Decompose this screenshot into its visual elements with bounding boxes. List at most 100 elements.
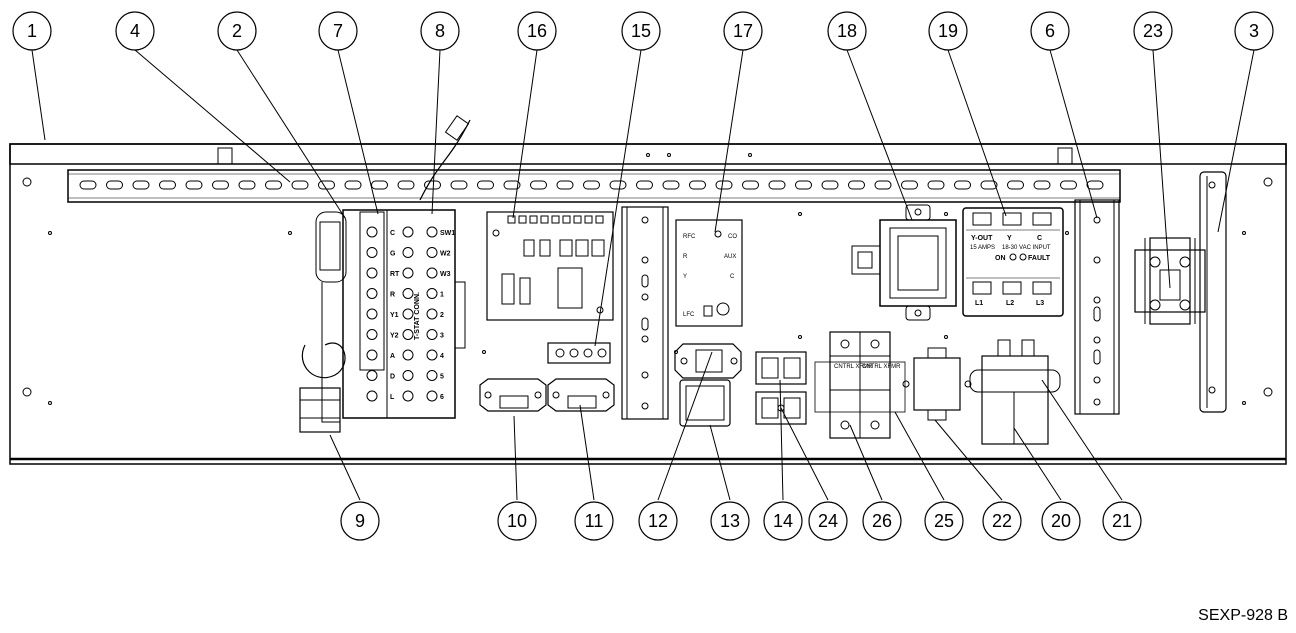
- relay-pin: [595, 215, 604, 224]
- callout-circle: [115, 11, 155, 51]
- terminal-right-label: 1: [440, 292, 444, 299]
- bottom-callout: 26: [862, 501, 902, 541]
- top-callout: 15: [621, 11, 661, 51]
- terminal-left-label: A: [390, 353, 395, 360]
- rail-slot: [159, 180, 176, 190]
- terminal-screw: [366, 267, 378, 279]
- terminal-right-label: 4: [440, 353, 444, 360]
- callout-circle: [827, 11, 867, 51]
- rail-slot: [79, 180, 97, 190]
- terminal-left-label: R: [390, 292, 395, 299]
- monitor-rating-left: 15 AMPS: [970, 245, 995, 251]
- callout-number: 17: [733, 21, 753, 41]
- callout-number: 2: [232, 21, 242, 41]
- terminal-screw: [366, 329, 378, 340]
- board-label-aux: AUX: [724, 254, 736, 260]
- board-label-rfc: RFC: [683, 234, 696, 240]
- terminal-screw: [402, 267, 414, 279]
- terminal-right-label: W2: [440, 251, 451, 258]
- terminal-strip: [547, 342, 611, 364]
- monitor-label-yout: Y-OUT: [971, 235, 993, 242]
- top-callout: 17: [723, 11, 763, 51]
- bottom-callout: 14: [763, 501, 803, 541]
- callout-number: 7: [333, 21, 343, 41]
- callout-circle: [497, 501, 537, 541]
- rail-slot: [609, 180, 627, 190]
- callout-circle: [217, 11, 257, 51]
- top-callout: 1: [12, 11, 52, 51]
- bottom-callout: 13: [710, 501, 750, 541]
- bottom-callout: 21: [1102, 501, 1142, 541]
- board-label-c: C: [730, 274, 735, 280]
- contactor: [1134, 237, 1206, 325]
- callout-number: 8: [435, 21, 445, 41]
- terminal-screw: [402, 308, 414, 320]
- fuse-block-left-label: CNTRL XFMR: [834, 364, 873, 370]
- start-capacitor: [969, 339, 1061, 445]
- rail-slot: [848, 180, 865, 190]
- terminal-screw: [426, 370, 438, 381]
- phase-monitor: [962, 207, 1064, 317]
- top-callout: 19: [928, 11, 968, 51]
- rail-slot: [980, 180, 998, 190]
- callout-circle: [924, 501, 964, 541]
- callout-circle: [982, 501, 1022, 541]
- rail-slot: [954, 180, 971, 190]
- drawing-number: SEXP-928 B: [1198, 607, 1288, 624]
- control-panel: [9, 143, 1287, 465]
- callout-circle: [1133, 11, 1173, 51]
- callout-circle: [763, 501, 803, 541]
- terminal-screw: [402, 349, 414, 361]
- defrost-control-board: [675, 219, 743, 327]
- relay-12: [674, 343, 742, 379]
- rail-slot: [742, 180, 759, 190]
- callout-circle: [12, 11, 52, 51]
- rail-slot: [344, 180, 362, 190]
- monitor-label-y: Y: [1007, 235, 1012, 242]
- callout-number: 13: [720, 511, 740, 531]
- monitor-terminal-l1: L1: [975, 300, 983, 307]
- terminal-screw: [426, 329, 438, 340]
- rail-slot: [1086, 180, 1104, 190]
- top-callout: 3: [1234, 11, 1274, 51]
- relay-pin: [573, 215, 582, 224]
- rail-slot: [238, 180, 256, 190]
- terminal-screw: [426, 247, 438, 258]
- terminal-left-label: RT: [390, 271, 400, 278]
- terminal-screw: [402, 247, 414, 258]
- terminal-screw: [366, 370, 378, 381]
- callout-number: 12: [648, 511, 668, 531]
- callout-circle: [1041, 501, 1081, 541]
- terminal-screw: [426, 308, 438, 320]
- run-capacitor: [902, 347, 972, 421]
- callout-circle: [517, 11, 557, 51]
- terminal-right-label: 3: [440, 333, 444, 340]
- relay-pin: [562, 215, 571, 224]
- rail-slot: [477, 180, 494, 190]
- callout-circle: [928, 11, 968, 51]
- terminal-screw: [426, 267, 438, 279]
- relay-board: [486, 211, 614, 321]
- terminal-left-label: Y2: [390, 333, 399, 340]
- top-callout: 8: [420, 11, 460, 51]
- callout-number: 11: [585, 511, 604, 531]
- monitor-terminal-l2: L2: [1006, 300, 1014, 307]
- terminal-screw: [402, 370, 414, 381]
- callout-number: 1: [27, 21, 37, 41]
- monitor-label-c: C: [1037, 235, 1042, 242]
- rail-slot: [689, 180, 706, 190]
- terminal-right-label: SW1: [440, 230, 455, 237]
- rail-slot: [768, 180, 786, 190]
- bottom-callout: 24: [808, 501, 848, 541]
- callout-number: 21: [1112, 511, 1132, 531]
- terminal-screw: [366, 226, 378, 238]
- terminal-right-label: 2: [440, 312, 444, 319]
- top-callout: 23: [1133, 11, 1173, 51]
- top-callout: 2: [217, 11, 257, 51]
- rail-slot: [874, 180, 892, 190]
- relay-pin: [507, 215, 516, 224]
- monitor-terminal-l3: L3: [1036, 300, 1044, 307]
- callout-circle: [420, 11, 460, 51]
- rail-slot: [450, 180, 468, 190]
